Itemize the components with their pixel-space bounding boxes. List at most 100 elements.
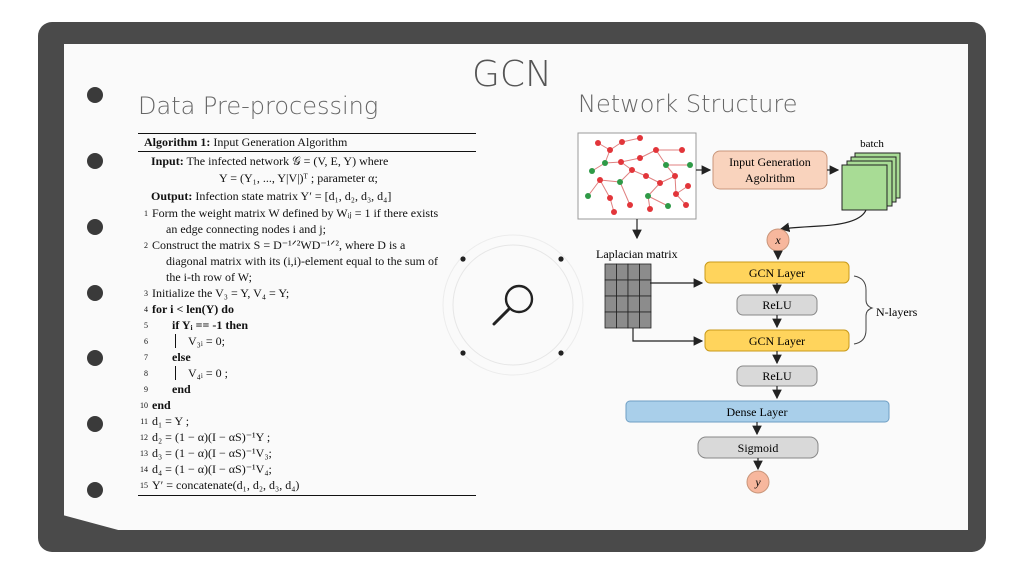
algorithm-line: 1 Form the weight matrix W defined by Wᵢⱼ… [138,205,476,221]
line-text: Y′ = concatenate(d₁, d₂, d₃, d₄) [152,478,300,492]
graph-node [589,168,595,174]
graph-edge [587,179,601,197]
algorithm-input: Input: The infected network 𝒢 = (V, E, Y… [151,154,389,168]
graph-edge [674,175,677,195]
relu-1-label: ReLU [762,298,792,312]
graph-node [617,179,623,185]
matrix-cell [639,263,652,281]
line-number: 5 [144,321,148,330]
graph-node [653,147,659,153]
line-text: an edge connecting nodes i and j; [166,222,326,236]
graph-node [672,173,678,179]
algorithm-lines: 1 Form the weight matrix W defined by Wᵢⱼ… [138,205,476,493]
circle-ring-icon [442,234,584,376]
graph-node [595,140,601,146]
matrix-cell [639,295,652,313]
graph-node [645,193,651,199]
algorithm-input-line2: Y = (Y₁, ..., Y|V|)ᵀ ; parameter α; [219,171,378,185]
gcn-layer-2-label: GCN Layer [749,334,805,348]
graph-node [629,167,635,173]
n-layers-label: N-layers [876,305,918,319]
matrix-cell [604,263,617,281]
graph-node [665,203,671,209]
magnifier-icon[interactable] [492,284,534,326]
relu-2-label: ReLU [762,369,792,383]
matrix-cell [627,279,640,297]
graph-node [673,191,679,197]
matrix-cell [616,311,629,329]
graph-node [657,180,663,186]
line-text: Initialize the V₃ = Y, V₄ = Y; [152,286,290,300]
sigmoid-label: Sigmoid [738,441,779,455]
graph-edge [620,157,641,163]
ring-dot-icon [460,350,466,356]
matrix-cell [604,311,617,329]
matrix-cell [604,295,617,313]
graph-node [618,159,624,165]
ring-dot-icon [460,256,466,262]
algorithm-line: 9 end [138,381,476,397]
algorithm-line: 8 V₄ᵢ = 0 ; [138,365,476,381]
ring-dot-icon [558,350,564,356]
slide-title: GCN [472,54,552,95]
binder-hole [87,219,103,235]
graph-node [685,183,691,189]
line-text: Form the weight matrix W defined by Wᵢⱼ … [152,206,439,220]
infected-network-panel [577,132,697,220]
graph-edge [647,195,669,207]
algorithm-line: diagonal matrix with its (i,i)-element e… [138,253,476,269]
algorithm-block: Algorithm 1: Input Generation Algorithm … [138,133,476,496]
graph-node [663,162,669,168]
graph-edge [619,181,631,206]
graph-node [607,147,613,153]
line-text: else [172,350,191,364]
line-text: if Yᵢ == -1 then [172,318,249,332]
line-number: 7 [144,353,148,362]
matrix-cell [627,311,640,329]
graph-node [647,206,653,212]
graph-node [597,177,603,183]
y-node-label: y [754,475,761,489]
line-number: 15 [140,481,148,490]
line-text: d₂ = (1 − α)(I − αS)⁻¹Y ; [152,430,271,444]
line-number: 1 [144,209,148,218]
graph-node [683,202,689,208]
matrix-cell [616,263,629,281]
algorithm-line: 15 Y′ = concatenate(d₁, d₂, d₃, d₄) [138,477,476,493]
input-generation-label: Input Generation [729,155,811,169]
line-text: the i-th row of W; [166,270,252,284]
graph-node [643,173,649,179]
dense-layer-label: Dense Layer [727,405,788,419]
line-number: 9 [144,385,148,394]
x-node-label: x [774,233,781,247]
algorithm-line: 5 if Yᵢ == -1 then [138,317,476,333]
line-text: V₄ᵢ = 0 ; [188,366,228,380]
line-text: end [172,382,191,396]
line-text: d₃ = (1 − α)(I − αS)⁻¹V₃; [152,446,272,460]
graph-node [602,160,608,166]
binder-hole [87,482,103,498]
line-number: 6 [144,337,148,346]
matrix-cell [627,295,640,313]
graph-node [687,162,693,168]
line-number: 8 [144,369,148,378]
matrix-cell [616,295,629,313]
line-number: 10 [140,401,148,410]
batch-label: batch [860,138,884,150]
line-number: 4 [144,305,148,314]
binder-hole [87,416,103,432]
circle-ring-icon [452,244,574,366]
matrix-cell [604,279,617,297]
matrix-cell [616,279,629,297]
graph-node [637,155,643,161]
